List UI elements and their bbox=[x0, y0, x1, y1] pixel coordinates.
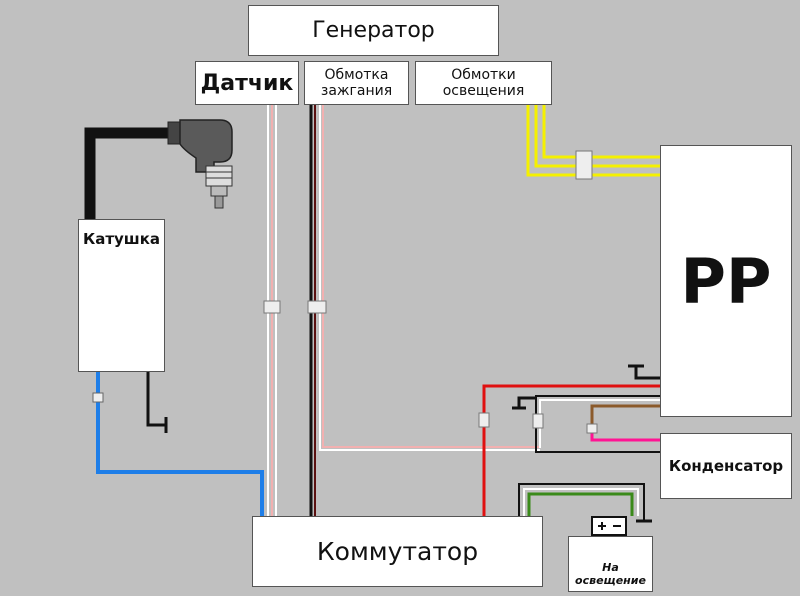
generator-block: Генератор bbox=[248, 5, 499, 56]
sensor-wires bbox=[263, 105, 281, 516]
coil-ground bbox=[146, 372, 168, 433]
ignition-winding-block: Обмотка зажгания bbox=[304, 61, 409, 105]
regulator-block: РР bbox=[660, 145, 792, 417]
regulator-harness bbox=[512, 395, 660, 453]
spark-plug-icon bbox=[167, 119, 233, 209]
sensor-block: Датчик bbox=[195, 61, 299, 105]
capacitor-block: Конденсатор bbox=[660, 433, 792, 499]
lighting-wires bbox=[518, 483, 652, 523]
ignition-wires bbox=[307, 105, 540, 516]
regulator-ground bbox=[628, 364, 660, 380]
commutator-block: Коммутатор bbox=[252, 516, 543, 587]
blue-wire bbox=[92, 372, 264, 516]
red-wire bbox=[478, 384, 660, 516]
hv-lead bbox=[84, 127, 175, 222]
battery-icon bbox=[591, 516, 627, 536]
lighting-windings-block: Обмотки освещения bbox=[415, 61, 552, 105]
coil-block: Катушка bbox=[78, 219, 165, 372]
lighting-output-block: На освещение bbox=[568, 536, 653, 592]
yellow-wires bbox=[526, 105, 660, 180]
capacitor-wires bbox=[586, 404, 660, 442]
